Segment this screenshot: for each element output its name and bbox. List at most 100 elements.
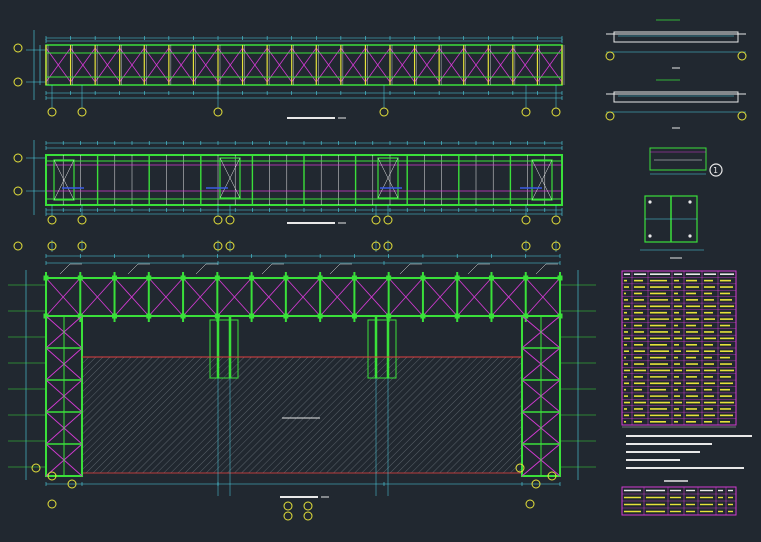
node-plate [523,275,529,281]
stair-well [531,159,553,201]
x-brace [216,277,252,317]
node-plate [112,275,118,281]
x-brace [491,277,527,317]
node-plate [557,275,563,281]
anchor-bolt [648,200,652,204]
axis-bubble [213,107,223,117]
top-plan-bracing [45,45,565,85]
x-brace [537,47,563,83]
large-plan-axis-bubbles [13,240,561,521]
x-brace [94,47,121,83]
x-brace [487,47,514,83]
axis-bubble [547,471,557,481]
stair-diagonal [377,157,399,199]
x-brace [389,47,415,83]
x-brace [45,47,71,83]
top-roof-plan [13,30,565,119]
callout-leader [535,263,547,275]
node-plate [146,313,152,319]
right-section-details: 1 [605,19,747,259]
axis-bubble [737,51,747,61]
axis-bubble [521,107,531,117]
axis-bubble [303,501,313,511]
x-brace [456,277,492,317]
stair-diagonal [53,159,75,201]
node-plate [454,313,460,319]
node-plate [283,275,289,281]
axis-bubble [515,463,525,473]
section-marker [709,163,723,177]
axis-bubble [77,107,87,117]
axis-bubble [531,479,541,489]
x-brace [266,47,293,83]
callout-leader [467,263,479,275]
callout-leader [127,263,139,275]
node-plate [386,275,392,281]
x-brace [251,277,287,317]
callout-leader [399,263,411,275]
axis-bubble [283,501,293,511]
axis-bubble [77,215,87,225]
node-plate [488,313,494,319]
axis-bubble [13,77,23,87]
axis-bubble [605,111,615,121]
large-plan-frame [43,263,563,477]
beam-body [613,91,739,103]
node-plate [180,313,186,319]
x-brace [193,47,219,83]
x-brace [315,47,342,83]
node-plate [146,275,152,281]
axis-bubble [605,51,615,61]
x-brace [319,277,355,317]
node-plate [43,275,49,281]
x-brace [285,277,321,317]
callout-leader [261,263,273,275]
large-dimension-lines [8,254,596,486]
node-plate [283,313,289,319]
node-plate [420,275,426,281]
column-group [209,319,239,379]
stair-well [377,157,399,199]
x-brace [365,47,391,83]
axis-bubble [47,215,57,225]
axis-bubble [383,215,393,225]
node-plate [454,275,460,281]
node-plate [351,313,357,319]
general-notes [626,435,752,469]
anchor-bolt [648,234,652,238]
member-schedule-table [621,270,737,428]
x-brace [168,47,194,83]
axis-bubble [67,479,77,489]
stair-well [219,157,241,199]
anchor-bolt [688,234,692,238]
axis-bubble [213,215,223,225]
axis-bubble [31,463,41,473]
axis-bubble [383,241,393,251]
x-brace [388,277,424,317]
beam-body [613,31,739,43]
stair-diagonal [219,157,241,199]
x-brace [414,47,440,83]
axis-bubble [371,215,381,225]
axis-bubble [47,241,57,251]
callout-leader [59,263,71,275]
x-brace [182,277,218,317]
axis-bubble [551,215,561,225]
axis-bubble [77,241,87,251]
callout-leader [195,263,207,275]
node-plate [317,275,323,281]
axis-bubble [13,153,23,163]
node-plate [77,275,83,281]
node-plate [420,313,426,319]
x-brace [79,277,115,317]
x-brace [217,47,243,83]
stair-diagonal [531,159,553,201]
large-frame-plan [8,240,596,521]
x-brace [242,47,268,83]
x-brace [114,277,150,317]
axis-bubble [13,241,23,251]
top-plan-axis-bubbles [13,43,561,117]
middle-dimension-lines [26,140,563,216]
axis-bubble [551,241,561,251]
middle-plan-grid [45,155,563,205]
